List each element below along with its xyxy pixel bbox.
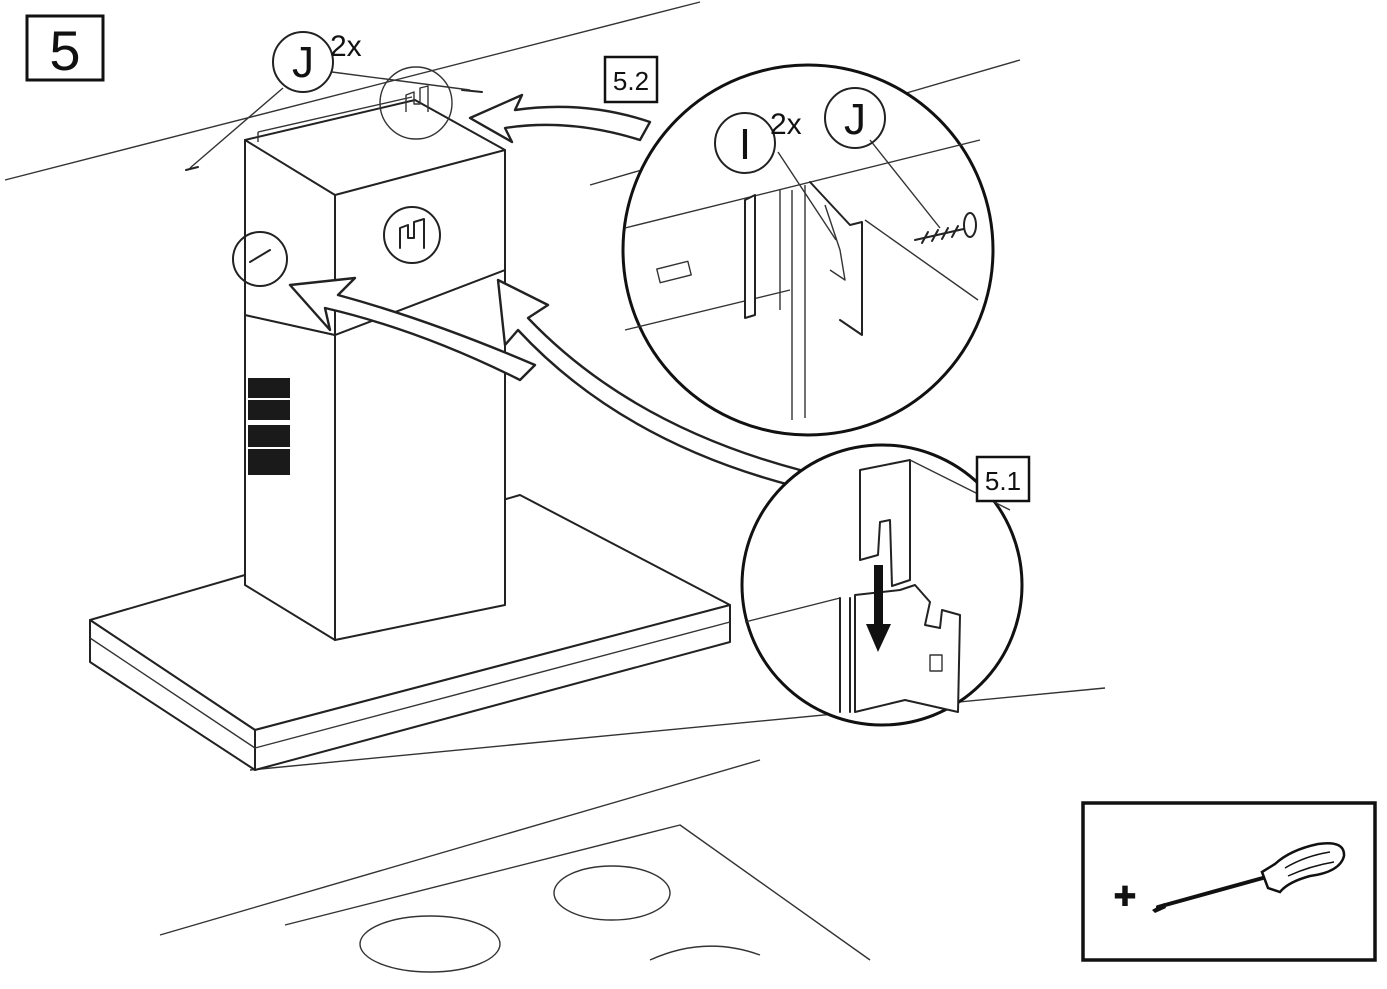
part-j-detail-callout bbox=[824, 87, 886, 149]
chimney-duct bbox=[244, 96, 506, 641]
bracket-icon bbox=[399, 218, 425, 249]
vent-grille bbox=[248, 425, 290, 475]
highlight-circle-left bbox=[232, 231, 288, 287]
detail-label-51-box bbox=[975, 455, 1031, 503]
chimney-lower-left bbox=[244, 314, 336, 641]
bracket-icon bbox=[405, 85, 429, 112]
highlight-circle-top bbox=[379, 66, 453, 140]
part-i-quantity: 2x bbox=[770, 108, 802, 141]
detail-label-52: 5.2 bbox=[613, 66, 649, 96]
cooktop bbox=[284, 824, 871, 973]
part-j-callout bbox=[272, 31, 334, 93]
detail-circle-52 bbox=[621, 63, 995, 437]
countertop-lines bbox=[159, 687, 1106, 936]
part-j-quantity: 2x bbox=[330, 30, 362, 63]
cooktop-burner bbox=[359, 915, 501, 973]
step-number-box bbox=[25, 14, 105, 82]
screw-left bbox=[185, 166, 199, 171]
detail-label-52-box bbox=[603, 55, 659, 104]
arrow-to-left-detail bbox=[288, 276, 537, 382]
screw-right bbox=[461, 89, 483, 93]
arrow-to-top-detail bbox=[468, 93, 652, 144]
cooktop-burner bbox=[649, 945, 761, 961]
detail-label-51: 5.1 bbox=[985, 466, 1021, 496]
tool-box bbox=[1081, 801, 1377, 962]
screwdriver-icon bbox=[1152, 842, 1346, 913]
step-number: 5 bbox=[49, 19, 80, 82]
part-j-detail-letter: J bbox=[844, 95, 866, 144]
down-arrow-icon bbox=[866, 565, 891, 652]
part-i-callout bbox=[714, 112, 776, 174]
leader-lines-j bbox=[189, 71, 471, 169]
phillips-icon: ✚ bbox=[1113, 881, 1136, 912]
cooktop-burner bbox=[553, 865, 671, 921]
part-j-letter: J bbox=[292, 38, 314, 87]
screw-icon bbox=[914, 212, 977, 244]
arrow-to-right-detail bbox=[496, 278, 802, 487]
highlight-circle-right bbox=[383, 206, 441, 264]
part-i-letter: I bbox=[739, 120, 751, 169]
